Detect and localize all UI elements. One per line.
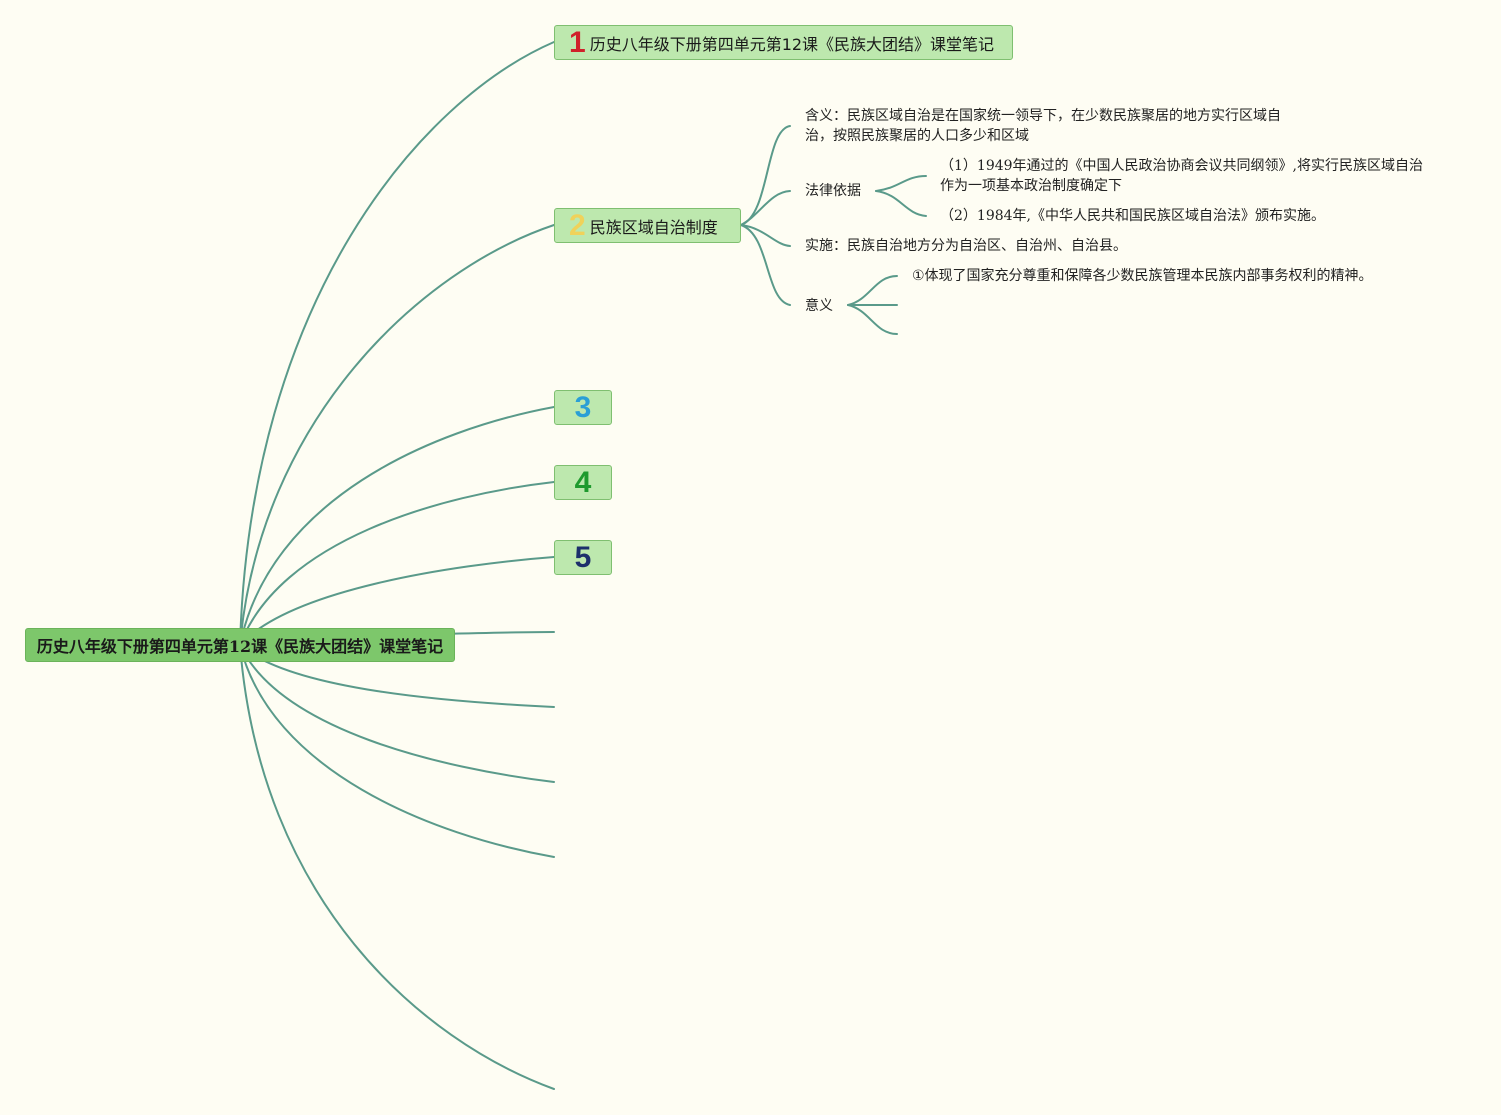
system-legal-basis-label[interactable]: 法律依据 xyxy=(805,183,861,199)
connector-legal-item-1 xyxy=(875,175,927,192)
significance-item-1[interactable]: ①体现了国家充分尊重和保障各少数民族管理本民族内部事务权利的精神。 xyxy=(912,268,1373,284)
legal-basis-item-1[interactable]: （1）1949年通过的《中国人民政治协商会议共同纲领》,将实行民族区域自治作为一… xyxy=(940,158,1423,194)
branch-2[interactable]: 2 民族区域自治制度 xyxy=(554,208,741,243)
branch-3-number-badge: 3 xyxy=(574,390,592,424)
connector-legal-item-2 xyxy=(875,190,927,217)
connector-root-branch-5 xyxy=(239,556,555,646)
root-node[interactable]: 历史八年级下册第四单元第12课《民族大团结》课堂笔记 xyxy=(25,628,455,662)
branch-1-label: 历史八年级下册第四单元第12课《民族大团结》课堂笔记 xyxy=(589,34,995,54)
connector-root-branch-10 xyxy=(239,644,555,1090)
branch-2-number-badge: 2 xyxy=(569,208,586,242)
branch-3[interactable]: 3 xyxy=(554,390,612,425)
connector-significance-item-1 xyxy=(847,275,898,306)
system-meaning-text[interactable]: 含义：民族区域自治是在国家统一领导下，在少数民族聚居的地方实行区域自治，按照民族… xyxy=(805,108,1281,144)
connector-system-meaning xyxy=(740,125,791,226)
branch-1-number-badge: 1 xyxy=(569,25,586,59)
branch-1[interactable]: 1 历史八年级下册第四单元第12课《民族大团结》课堂笔记 xyxy=(554,25,1013,60)
connector-root-branch-9 xyxy=(239,644,555,858)
connector-root-branch-6 xyxy=(439,631,555,635)
branch-4[interactable]: 4 xyxy=(554,465,612,500)
connector-system-significance xyxy=(740,224,791,306)
connector-root-branch-1 xyxy=(239,41,555,646)
system-significance-label[interactable]: 意义 xyxy=(805,298,833,314)
connector-system-legal xyxy=(740,190,791,226)
connector-significance-item-3 xyxy=(847,304,898,335)
connector-root-branch-4 xyxy=(239,481,555,646)
legal-basis-item-2[interactable]: （2）1984年,《中华人民共和国民族区域自治法》颁布实施。 xyxy=(940,208,1325,224)
branch-2-label: 民族区域自治制度 xyxy=(589,217,718,237)
branch-5-number-badge: 5 xyxy=(574,540,592,574)
connector-root-branch-3 xyxy=(239,406,555,646)
connector-system-implementation xyxy=(740,224,791,247)
connector-root-branch-8 xyxy=(239,644,555,783)
system-implementation-text[interactable]: 实施：民族自治地方分为自治区、自治州、自治县。 xyxy=(805,238,1127,254)
connector-root-branch-2 xyxy=(239,224,555,646)
root-title: 历史八年级下册第四单元第12课《民族大团结》课堂笔记 xyxy=(36,637,444,656)
branch-5[interactable]: 5 xyxy=(554,540,612,575)
branch-4-number-badge: 4 xyxy=(574,465,592,499)
